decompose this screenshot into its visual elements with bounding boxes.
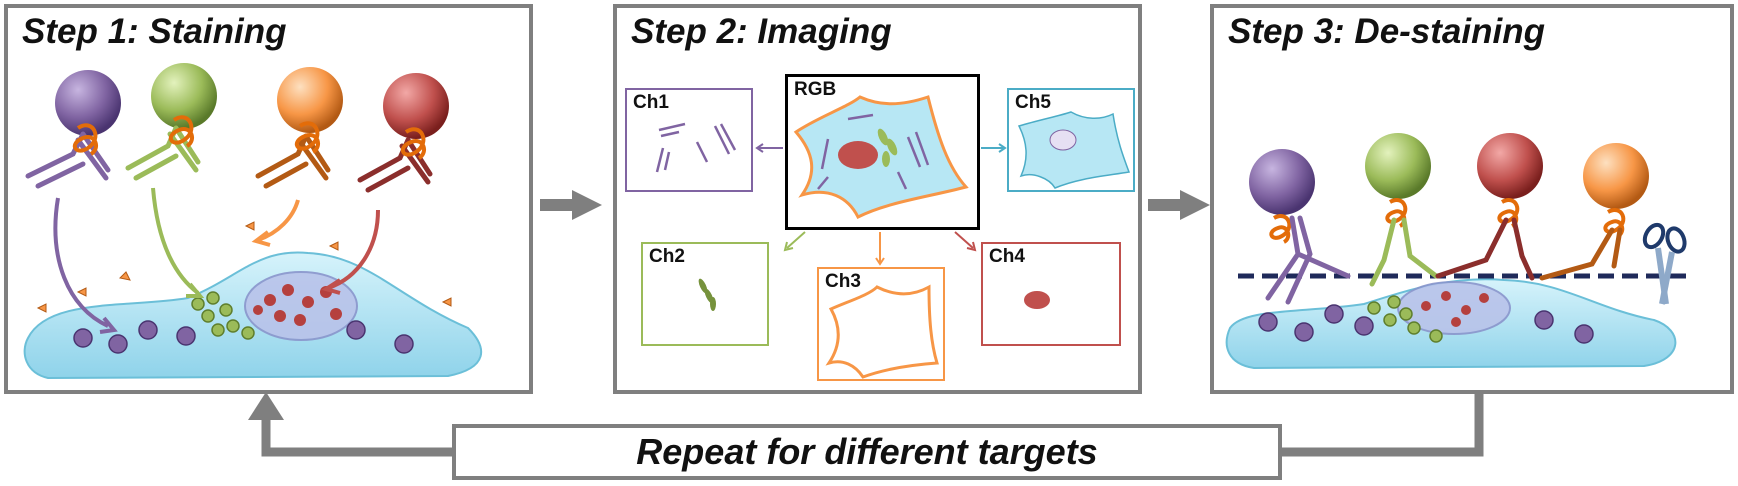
- antibody-orange: [255, 67, 343, 189]
- rgb-label: RGB: [794, 79, 837, 100]
- bound-antibody-red: [1435, 133, 1543, 281]
- rgb-image: RGB: [785, 74, 980, 230]
- destaining-illustration: [1225, 133, 1694, 370]
- ch2-signal: [698, 278, 716, 311]
- step1-title: Step 1: Staining: [22, 12, 287, 51]
- antibody-purple: [25, 70, 121, 189]
- step3-title: Step 3: De-staining: [1228, 12, 1545, 51]
- staining-illustration: [23, 63, 483, 380]
- antibody-red: [357, 73, 449, 193]
- step1-panel: Step 1: Staining: [4, 4, 533, 394]
- rgb-cell: [793, 95, 969, 220]
- ch5-signal: [1017, 111, 1131, 189]
- step2-panel: Step 2: Imaging RGB Ch1 Ch5 Ch2 Ch3: [613, 4, 1142, 394]
- loop-back-arrow: [248, 392, 1484, 457]
- ch4-label: Ch4: [989, 246, 1025, 267]
- ch2-label: Ch2: [649, 246, 685, 267]
- scissors-icon: [1642, 222, 1687, 305]
- step2-title: Step 2: Imaging: [631, 12, 892, 51]
- ch1-label: Ch1: [633, 92, 669, 113]
- ch3-image: Ch3: [817, 267, 945, 381]
- antibody-green: [125, 63, 217, 181]
- channel-split-arrows: [755, 143, 1007, 266]
- ch1-signal: [655, 122, 737, 173]
- arrow-step1-to-step2: [540, 190, 602, 220]
- ch5-label: Ch5: [1015, 92, 1051, 113]
- bound-antibody-purple: [1249, 149, 1351, 305]
- arrow-step2-to-step3: [1148, 190, 1210, 220]
- ch4-signal: [1024, 291, 1050, 309]
- repeat-label: Repeat for different targets: [636, 431, 1098, 472]
- bound-antibody-orange: [1539, 143, 1649, 281]
- ch4-image: Ch4: [981, 242, 1121, 346]
- ch2-image: Ch2: [641, 242, 769, 346]
- ch1-image: Ch1: [625, 88, 753, 192]
- repeat-loop-box: Repeat for different targets: [452, 424, 1282, 480]
- ch3-label: Ch3: [825, 271, 861, 292]
- ch5-image: Ch5: [1007, 88, 1135, 192]
- step3-panel: Step 3: De-staining: [1210, 4, 1734, 394]
- ch3-signal: [825, 284, 939, 379]
- bound-antibody-green: [1365, 133, 1439, 287]
